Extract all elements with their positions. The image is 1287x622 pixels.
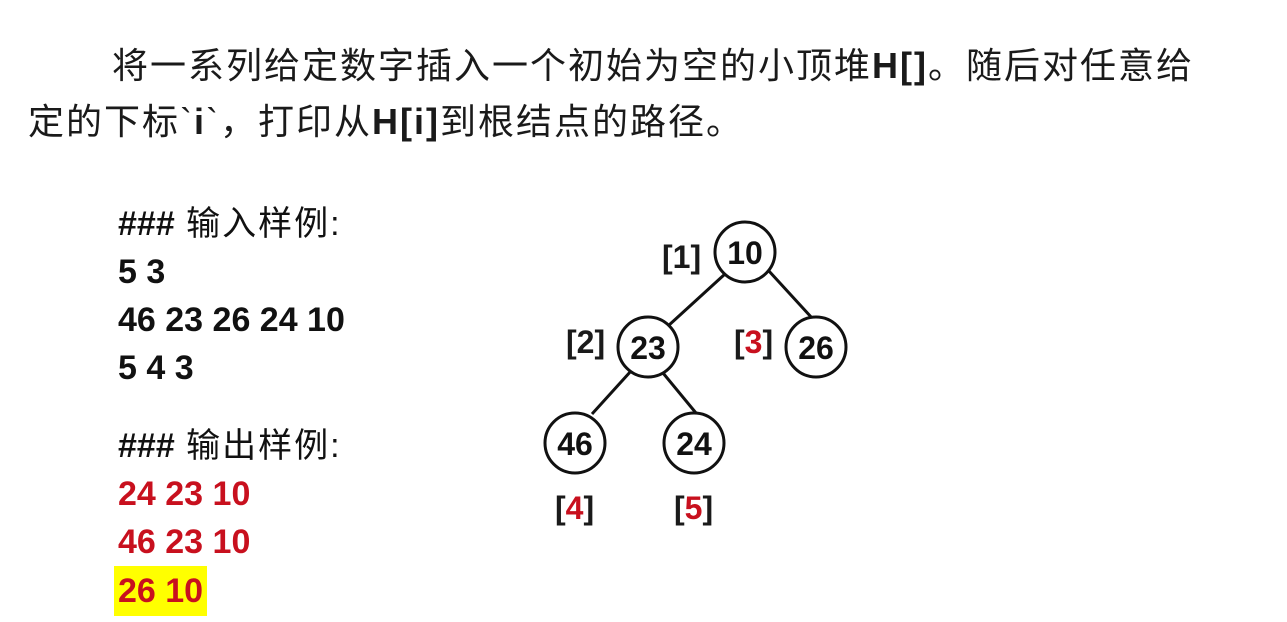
node-circle-1: [713, 220, 777, 284]
sample-output: ### 输出样例: 24 23 10 46 23 10 26 10: [114, 422, 342, 616]
sample-output-heading: ### 输出样例:: [118, 422, 342, 470]
problem-line-1: 将一系列给定数字插入一个初始为空的小顶堆H[]。随后对任意给: [28, 38, 1268, 94]
sample-input-heading: ### 输入样例:: [118, 200, 345, 248]
problem-text: 到根结点的路径。: [440, 101, 745, 142]
sample-input-line: 5 3: [118, 253, 166, 291]
node-value: 26: [798, 330, 834, 366]
yellow-highlight: 26 10: [114, 566, 208, 616]
sample-input-line: 46 23 26 24 10: [118, 301, 345, 339]
index-label-4: [4]: [555, 490, 594, 526]
index-label-1: [1]: [662, 239, 701, 275]
sample-input-line: 5 4 3: [118, 349, 194, 387]
heading-hash: ###: [118, 205, 175, 243]
problem-text: 将一系列给定数字插入一个初始为空的小顶堆: [112, 45, 873, 86]
problem-text: 定的下标`: [28, 101, 194, 142]
heap-array-code: H[]: [872, 45, 928, 86]
heading-hash: ###: [118, 427, 175, 465]
node-circle-3: [784, 315, 848, 379]
node-circle-2: [616, 315, 680, 379]
edge-10-23: [666, 272, 727, 328]
heading-label: 输出样例:: [174, 427, 342, 465]
sample-output-line-highlighted: 26 10: [114, 566, 342, 616]
edge-23-24: [661, 372, 698, 414]
edge-10-26: [766, 268, 814, 320]
index-label-2: [2]: [566, 324, 605, 360]
edge-23-46: [590, 369, 633, 416]
node-value: 46: [557, 426, 593, 462]
node-circle-5: [662, 411, 726, 475]
problem-line-2: 定的下标`i`，打印从H[i]到根结点的路径。: [28, 94, 1268, 150]
tree-edges: [590, 268, 814, 416]
node-value: 10: [727, 235, 763, 271]
problem-statement: 将一系列给定数字插入一个初始为空的小顶堆H[]。随后对任意给 定的下标`i`，打…: [28, 38, 1268, 150]
index-label-5: [5]: [674, 490, 713, 526]
sample-output-line: 46 23 10: [118, 523, 251, 561]
node-value: 24: [676, 426, 712, 462]
heap-element-code: H[i]: [372, 101, 440, 142]
problem-text: `，打印从: [206, 101, 373, 142]
index-labels: [1] [2] [3] [4] [5]: [555, 239, 773, 526]
node-values: 10 23 26 46 24: [557, 235, 834, 462]
tree-nodes: [543, 220, 848, 475]
sample-input: ### 输入样例: 5 3 46 23 26 24 10 5 4 3: [118, 200, 345, 392]
node-circle-4: [543, 411, 607, 475]
heading-label: 输入样例:: [174, 205, 342, 243]
problem-text: 。随后对任意给: [928, 45, 1195, 86]
index-code: i: [194, 101, 207, 142]
node-value: 23: [630, 330, 666, 366]
index-label-3: [3]: [734, 324, 773, 360]
sample-output-line: 24 23 10: [118, 475, 251, 513]
